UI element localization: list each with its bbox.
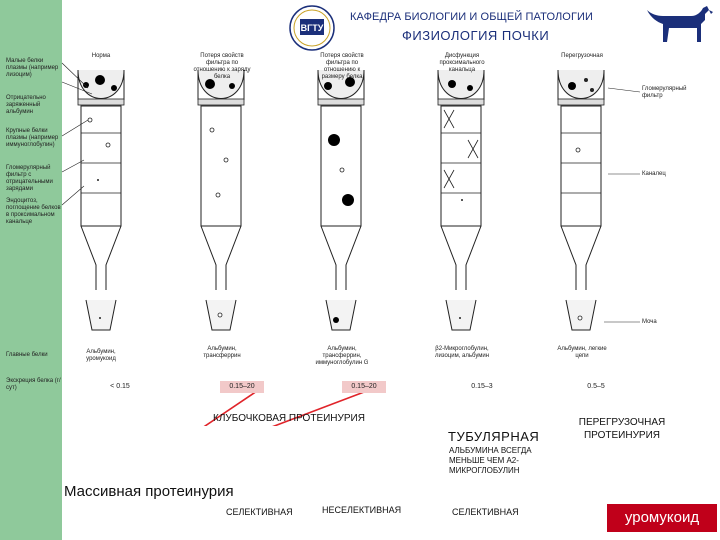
label-endocytosis: Эндоцитоз, поглощение белков в проксимал… bbox=[6, 198, 61, 225]
excretion-0: < 0.15 bbox=[110, 383, 130, 390]
proteins-3: β2-Микроглобулин, лизоцим, альбумин bbox=[434, 346, 490, 359]
nonselective-label: НЕСЕЛЕКТИВНАЯ bbox=[322, 505, 402, 515]
proteinuria-diagram bbox=[61, 62, 641, 426]
excretion-1: 0.15–20 bbox=[220, 381, 264, 393]
massive-proteinuria-label: Массивная протеинурия bbox=[64, 483, 234, 500]
col-header-3: Дисфункция проксимального канальца bbox=[439, 53, 485, 73]
nephron-3 bbox=[437, 69, 485, 331]
nephron-4 bbox=[557, 69, 605, 331]
nephron-0 bbox=[77, 69, 125, 331]
university-logo: ВГТУ bbox=[289, 5, 335, 51]
selective-label-2: СЕЛЕКТИВНАЯ bbox=[452, 507, 519, 517]
nephron-1 bbox=[197, 69, 245, 331]
department-name: КАФЕДРА БИОЛОГИИ И ОБЩЕЙ ПАТОЛОГИИ bbox=[350, 11, 594, 23]
label-tubule: Каналец bbox=[642, 171, 666, 177]
uromucoid-badge: уромукоид bbox=[607, 504, 717, 532]
overload-label: ПЕРЕГРУЗОЧНАЯ ПРОТЕИНУРИЯ bbox=[578, 417, 666, 441]
label-small-proteins: Малые белки плазмы (например лизоцим) bbox=[6, 58, 59, 78]
tubular-label: ТУБУЛЯРНАЯ bbox=[448, 429, 540, 444]
label-glomerular-filter: Гломерулярный фильтр bbox=[642, 86, 687, 99]
excretion-3: 0.15–3 bbox=[471, 383, 493, 390]
label-excretion: Экскреция белка (г/сут) bbox=[6, 378, 61, 391]
col-header-4: Перегрузочная bbox=[561, 53, 603, 59]
selective-label-1: СЕЛЕКТИВНАЯ bbox=[226, 507, 293, 517]
col-header-0: Норма bbox=[91, 53, 111, 59]
dog-icon bbox=[647, 6, 713, 42]
logo-text: ВГТУ bbox=[301, 23, 324, 33]
glomerular-proteinuria-label: КЛУБОЧКОВАЯ ПРОТЕИНУРИЯ bbox=[213, 413, 365, 424]
label-main-proteins: Главные белки bbox=[6, 352, 48, 358]
label-large-proteins: Крупные белки плазмы (например иммуногло… bbox=[6, 128, 59, 148]
label-neg-charged: Отрицательно заряженный альбумин bbox=[6, 95, 46, 115]
excretion-4: 0.5–5 bbox=[587, 383, 605, 390]
page-title: ФИЗИОЛОГИЯ ПОЧКИ bbox=[402, 28, 550, 43]
label-glom-filter: Гломерулярный фильтр с отрицательными за… bbox=[6, 165, 53, 192]
nephron-2 bbox=[317, 69, 365, 331]
proteins-2: Альбумин, трансферрин, иммуноглобулин G bbox=[315, 346, 369, 366]
col-header-1: Потеря свойств фильтра по отношению к за… bbox=[193, 53, 251, 80]
tubular-note: АЛЬБУМИНА ВСЕГДА МЕНЬШЕ ЧЕМ А2-МИКРОГЛОБ… bbox=[449, 446, 532, 475]
proteins-0: Альбумин, уромукоид bbox=[86, 349, 116, 362]
green-bottom-block bbox=[8, 408, 62, 540]
proteins-4: Альбумин, легкие цепи bbox=[557, 346, 607, 359]
label-urine: Моча bbox=[642, 319, 657, 325]
excretion-2: 0.15–20 bbox=[342, 381, 386, 393]
col-header-2: Потеря свойств фильтра по отношению к ра… bbox=[320, 53, 364, 80]
proteins-1: Альбумин, трансферрин bbox=[203, 346, 241, 359]
